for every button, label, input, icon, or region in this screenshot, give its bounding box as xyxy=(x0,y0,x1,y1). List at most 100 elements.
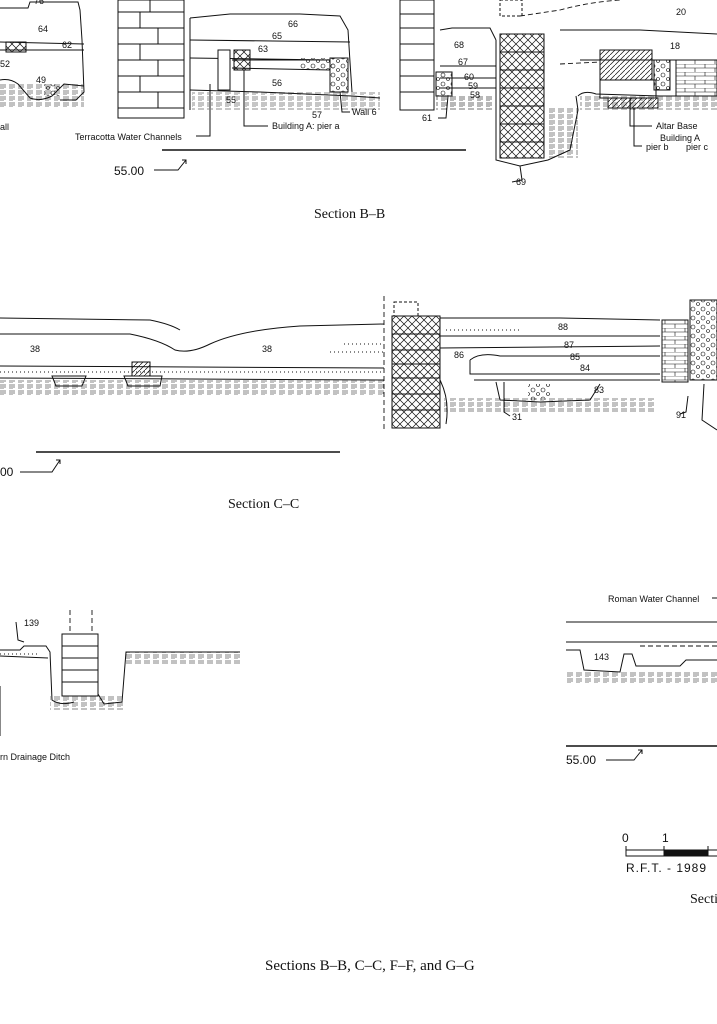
section-ff: 139 rn Drainage Ditch xyxy=(0,610,240,762)
cc-label-31: 31 xyxy=(512,412,522,422)
bb-label-67: 67 xyxy=(458,57,468,67)
cc-label-91: 91 xyxy=(676,410,686,420)
cc-pebbles-83 xyxy=(528,384,550,400)
cc-leader-91 xyxy=(679,395,689,415)
bb-label-65: 65 xyxy=(272,31,282,41)
bb-label-59: 59 xyxy=(468,81,478,91)
gg-ground xyxy=(566,649,717,673)
cc-labels: 38 38 88 87 86 85 84 83 31 91 xyxy=(30,322,686,422)
bb-label-76: 76 xyxy=(34,0,44,6)
bb-label-63: 63 xyxy=(258,44,268,54)
bb-label-61: 61 xyxy=(422,113,432,123)
cc-layer-85 xyxy=(469,354,660,361)
page-caption: Sections B–B, C–C, F–F, and G–G xyxy=(265,958,475,974)
bb-brick-right xyxy=(675,59,717,97)
bb-soil-left xyxy=(0,84,84,108)
bb-label-68: 68 xyxy=(454,40,464,50)
gg-soil xyxy=(566,672,717,684)
cc-label-88: 88 xyxy=(558,322,568,332)
bb-leader-terracotta xyxy=(196,84,211,137)
cc-cross-column xyxy=(391,301,441,429)
bb-pier-a-block xyxy=(217,49,231,91)
bb-leader-altar xyxy=(629,98,652,127)
bb-block-68 xyxy=(439,27,497,41)
bb-label-49: 49 xyxy=(36,75,46,85)
cc-datum-label: 00 xyxy=(0,465,14,479)
bb-label-57: 57 xyxy=(312,110,322,120)
ff-callout-ditch: rn Drainage Ditch xyxy=(0,752,70,762)
bb-label-20: 20 xyxy=(676,7,686,17)
bb-pebbles-49 xyxy=(44,84,60,96)
cc-label-86: 86 xyxy=(454,350,464,360)
gg-datum-label: 55.00 xyxy=(566,753,596,767)
bb-label-62: 62 xyxy=(62,40,72,50)
bb-cross-column-69 xyxy=(495,0,579,167)
bb-label-56: 56 xyxy=(272,78,282,88)
cc-channel-1 xyxy=(51,375,87,387)
cc-label-38b: 38 xyxy=(262,344,272,354)
cc-datum-arrow xyxy=(20,459,61,473)
bb-soil-right xyxy=(580,96,717,110)
bb-soil-mid xyxy=(192,92,380,110)
cc-soil-left xyxy=(0,380,384,396)
bb-leader-pier-a xyxy=(243,70,268,127)
bb-datum-arrow xyxy=(154,159,187,171)
scale-author: R.F.T. - 1989 xyxy=(626,861,707,875)
cc-label-83: 83 xyxy=(594,385,604,395)
bb-leader-69 xyxy=(511,165,523,183)
cc-layer-38 xyxy=(0,323,385,352)
section-cc: 38 38 88 87 86 85 84 83 31 91 00 Section… xyxy=(0,296,717,512)
bb-leader-61 xyxy=(438,95,449,119)
bb-callout-terracotta: Terracotta Water Channels xyxy=(75,132,182,142)
bb-label-55: 55 xyxy=(226,95,236,105)
cc-top-line xyxy=(0,317,181,331)
bb-dash-18 xyxy=(559,61,601,65)
bb-callout-pier-b: pier b xyxy=(646,142,669,152)
gg-datum-arrow xyxy=(606,749,643,761)
scale-tick-1: 1 xyxy=(662,831,670,845)
section-gg: Roman Water Channel 143 55.00 Secti xyxy=(566,594,717,907)
ff-soil-bottom xyxy=(50,696,126,710)
scale-bar-filled xyxy=(664,850,708,856)
ff-leader-139 xyxy=(15,621,25,643)
bb-hatched-pier xyxy=(233,49,251,71)
bb-label-18: 18 xyxy=(670,41,680,51)
bb-pillar-1 xyxy=(117,0,185,119)
cc-layer-38b xyxy=(0,365,385,369)
ff-block-stack xyxy=(61,633,99,697)
bb-layer-20 xyxy=(560,29,717,35)
bb-datum-label: 55.00 xyxy=(114,164,144,178)
cc-channel-2 xyxy=(123,375,163,387)
bb-soil-58 xyxy=(436,96,496,110)
bb-label-66: 66 xyxy=(288,19,298,29)
bb-label-64: 64 xyxy=(38,24,48,34)
bb-stones-wall6 xyxy=(329,57,349,93)
scale-tick-0: 0 xyxy=(622,831,630,845)
cc-layer-ground xyxy=(0,377,385,381)
cc-label-87: 87 xyxy=(564,340,574,350)
bb-leader-wall6 xyxy=(339,91,350,113)
ff-label-139: 139 xyxy=(24,618,39,628)
bb-pillar-2 xyxy=(399,0,435,111)
bb-callout-altar: Altar Base xyxy=(656,121,698,131)
bb-callout-pier-c: pier c xyxy=(686,142,709,152)
cc-stones-right xyxy=(689,299,717,381)
section-bb: 76 64 62 52 49 all 66 65 63 56 55 57 68 … xyxy=(0,0,717,222)
ff-layer xyxy=(0,655,49,659)
bb-label-60: 60 xyxy=(464,72,474,82)
ff-dash-posts xyxy=(69,610,93,634)
cc-leader-31 xyxy=(503,382,511,417)
gg-caption: Secti xyxy=(690,892,717,907)
cc-brick-right xyxy=(661,319,689,383)
bb-stones-right xyxy=(653,59,671,91)
bb-hatched-block xyxy=(5,41,27,53)
bb-layer-65 xyxy=(189,39,351,43)
cc-label-84: 84 xyxy=(580,363,590,373)
cc-block-1 xyxy=(131,361,151,377)
cc-label-85: 85 xyxy=(570,352,580,362)
cc-label-38a: 38 xyxy=(30,344,40,354)
bb-callout-wall6: Wall 6 xyxy=(352,107,377,117)
cc-layer-88 xyxy=(440,317,661,321)
cc-layer-86 xyxy=(439,345,661,349)
